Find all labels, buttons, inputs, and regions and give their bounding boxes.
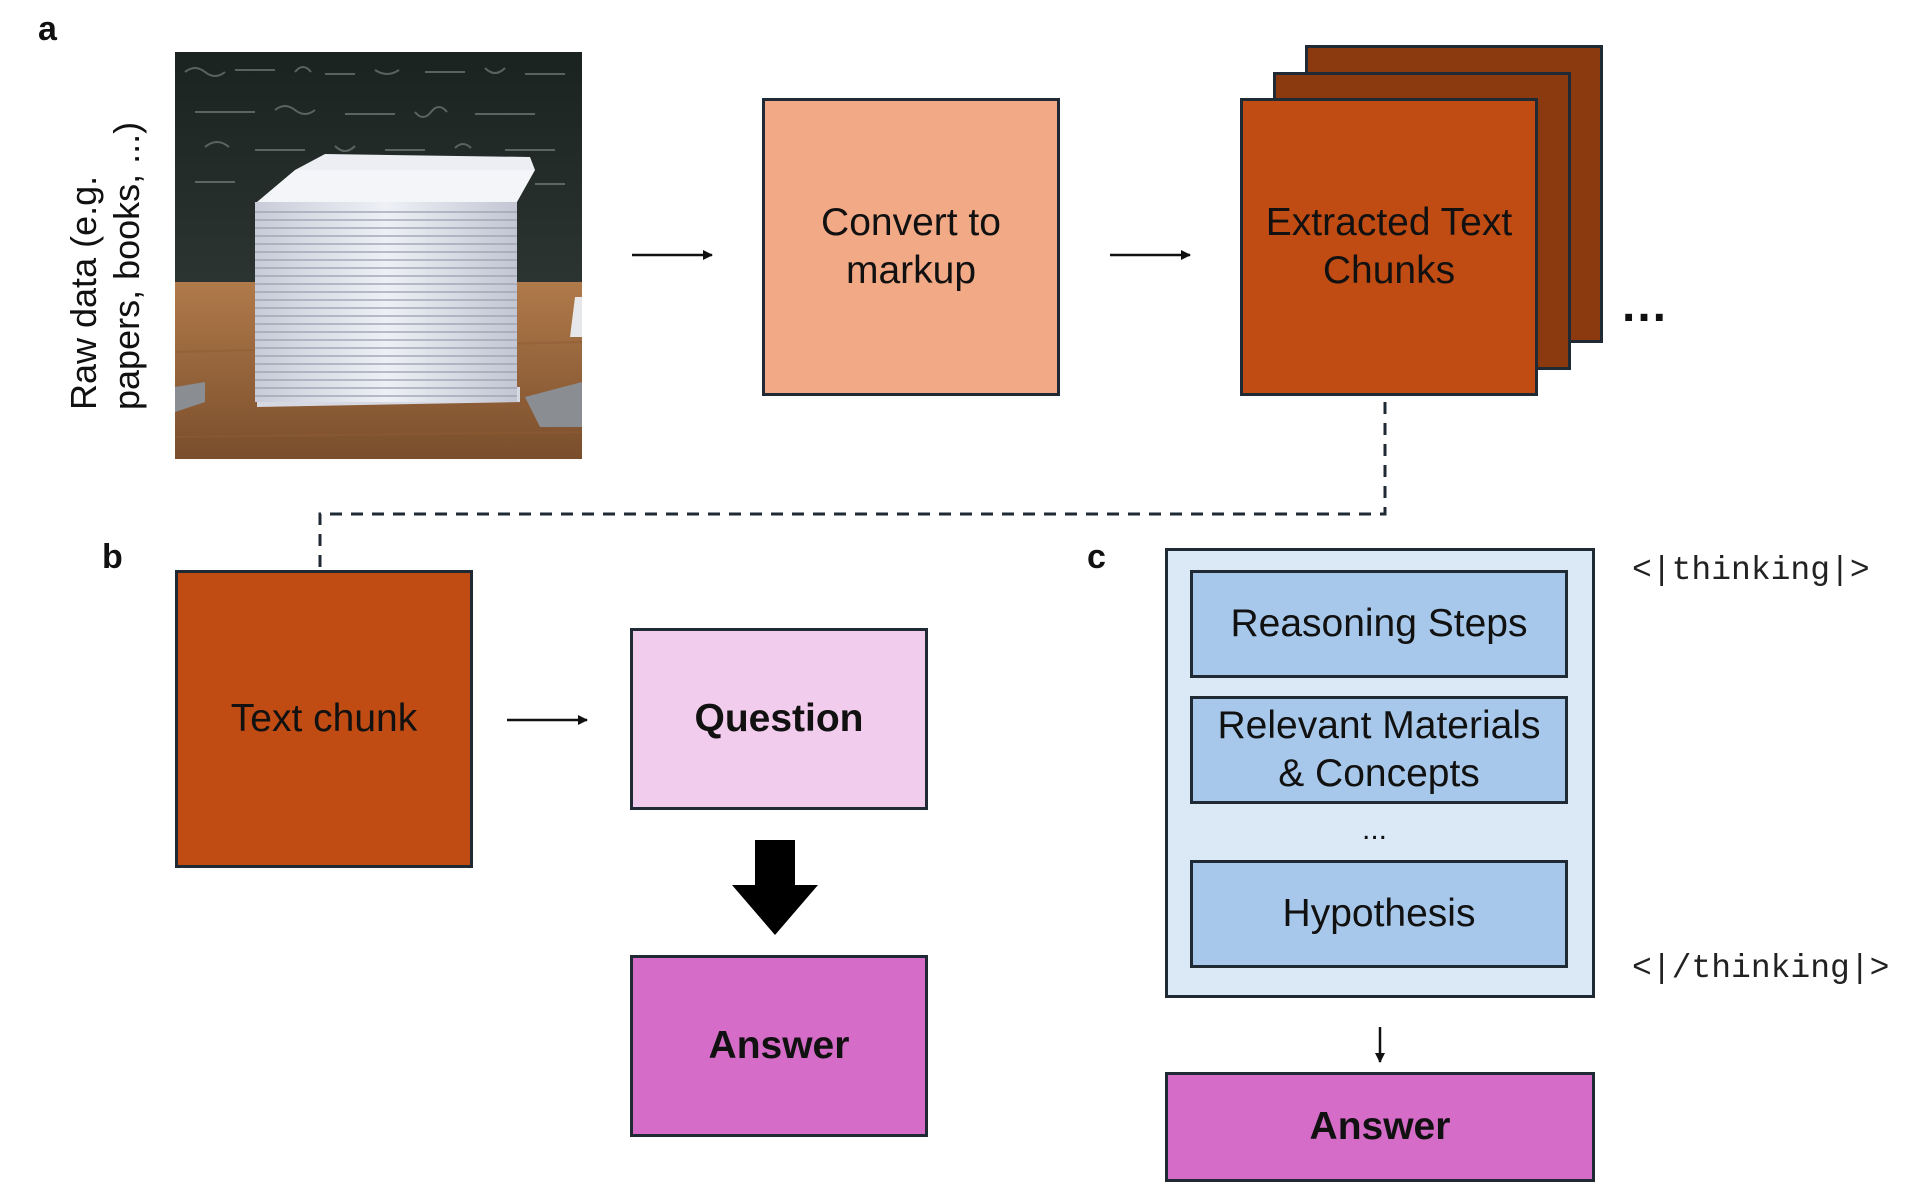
relevant-materials-box: Relevant Materials & Concepts (1190, 696, 1568, 804)
question-box: Question (630, 628, 928, 810)
answer-box-b: Answer (630, 955, 928, 1137)
text-chunk-label: Text chunk (230, 697, 418, 741)
text-chunk-box: Text chunk (175, 570, 473, 868)
extracted-text-chunks-label: Extracted Text Chunks (1265, 201, 1513, 292)
extracted-text-chunks-box: Extracted Text Chunks (1240, 98, 1538, 396)
hypothesis-label: Hypothesis (1282, 892, 1476, 936)
paper-stack-photo (175, 52, 582, 459)
thinking-open-tag: <|thinking|> (1632, 552, 1870, 589)
thinking-ellipsis: ... (1362, 813, 1388, 846)
panel-letter-c: c (1087, 538, 1106, 576)
panel-letter-a: a (38, 10, 57, 48)
question-label: Question (694, 697, 864, 741)
hypothesis-box: Hypothesis (1190, 860, 1568, 968)
relevant-materials-label: Relevant Materials & Concepts (1217, 704, 1541, 795)
reasoning-steps-box: Reasoning Steps (1190, 570, 1568, 678)
paper-stack-illustration (175, 52, 582, 459)
thinking-close-tag: <|/thinking|> (1632, 950, 1890, 987)
answer-label-c: Answer (1309, 1105, 1451, 1149)
answer-label-b: Answer (708, 1024, 850, 1068)
panel-letter-b: b (102, 538, 123, 576)
convert-to-markup-box: Convert to markup (762, 98, 1060, 396)
more-chunks-ellipsis: ... (1622, 279, 1669, 332)
thick-arrow-question-to-answer (732, 840, 818, 935)
answer-box-c: Answer (1165, 1072, 1595, 1182)
dashed-connector-chunk (318, 402, 1387, 570)
convert-to-markup-label: Convert to markup (821, 201, 1001, 292)
reasoning-steps-label: Reasoning Steps (1230, 602, 1528, 646)
